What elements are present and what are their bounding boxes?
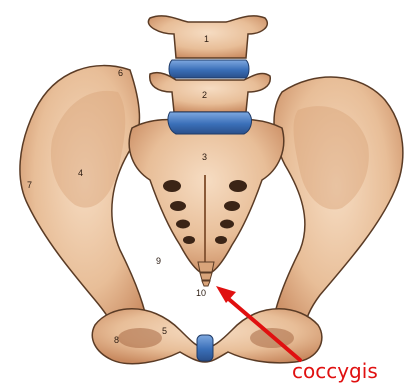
vertebra-lower [150,73,271,112]
label-8: 8 [114,335,119,345]
sacral-foramen [229,180,247,192]
sacral-foramen [163,180,181,192]
sacral-foramen [224,201,240,211]
sacral-foramen [183,236,195,244]
label-4: 4 [78,168,83,178]
sacral-foramen [220,220,234,229]
callout-label: coccygis [292,359,378,383]
label-10: 10 [196,288,206,298]
label-9: 9 [156,256,161,266]
label-6: 6 [118,68,123,78]
intervertebral-disc-upper [169,60,249,78]
pubic-symphysis [197,335,213,361]
label-2: 2 [202,90,207,100]
intervertebral-disc-lower [168,112,251,134]
sacral-foramen [176,220,190,229]
label-3: 3 [202,152,207,162]
label-5: 5 [162,326,167,336]
sacral-foramen [170,201,186,211]
label-1: 1 [204,34,209,44]
sacrum [129,120,284,272]
label-7: 7 [27,180,32,190]
obturator-left [118,328,162,348]
coccyx [198,262,214,286]
sacral-foramen [215,236,227,244]
